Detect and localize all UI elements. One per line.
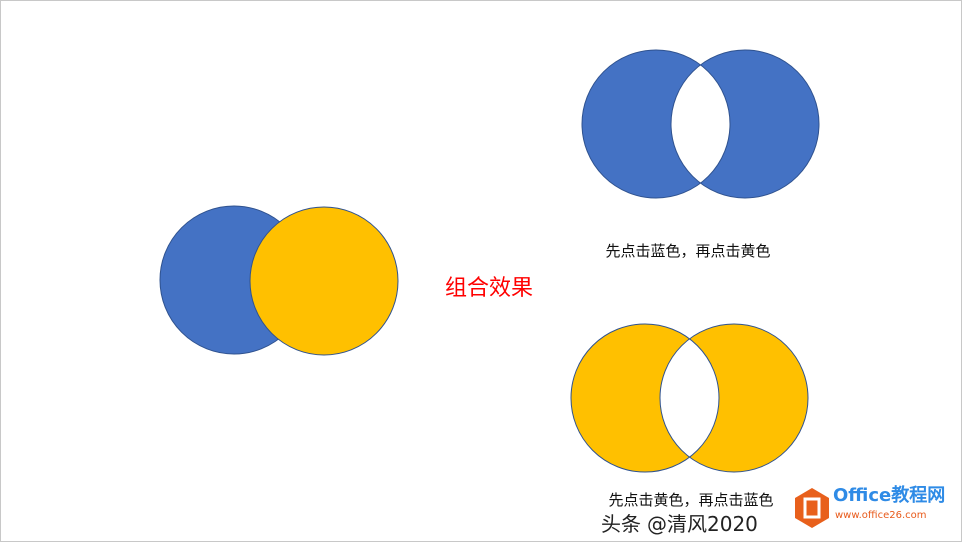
caption-top: 先点击蓝色，再点击黄色	[605, 242, 771, 260]
watermark-handle: @清风2020	[647, 512, 758, 536]
combine-effect-label: 组合效果	[445, 276, 534, 301]
watermark-site-url: www.office26.com	[835, 510, 927, 521]
combined-shape-blue[interactable]	[581, 49, 820, 199]
watermark-source: 头条	[601, 512, 641, 536]
watermark-site-name: Office教程网	[833, 485, 946, 506]
watermark-byline: 头条@清风2020	[601, 514, 764, 534]
office-logo-icon	[795, 488, 829, 528]
combined-shape-yellow[interactable]	[570, 323, 809, 473]
caption-bottom: 先点击黄色，再点击蓝色	[608, 491, 774, 509]
yellow-circle[interactable]	[249, 206, 399, 356]
watermark: Office教程网 www.office26.com	[793, 486, 961, 532]
